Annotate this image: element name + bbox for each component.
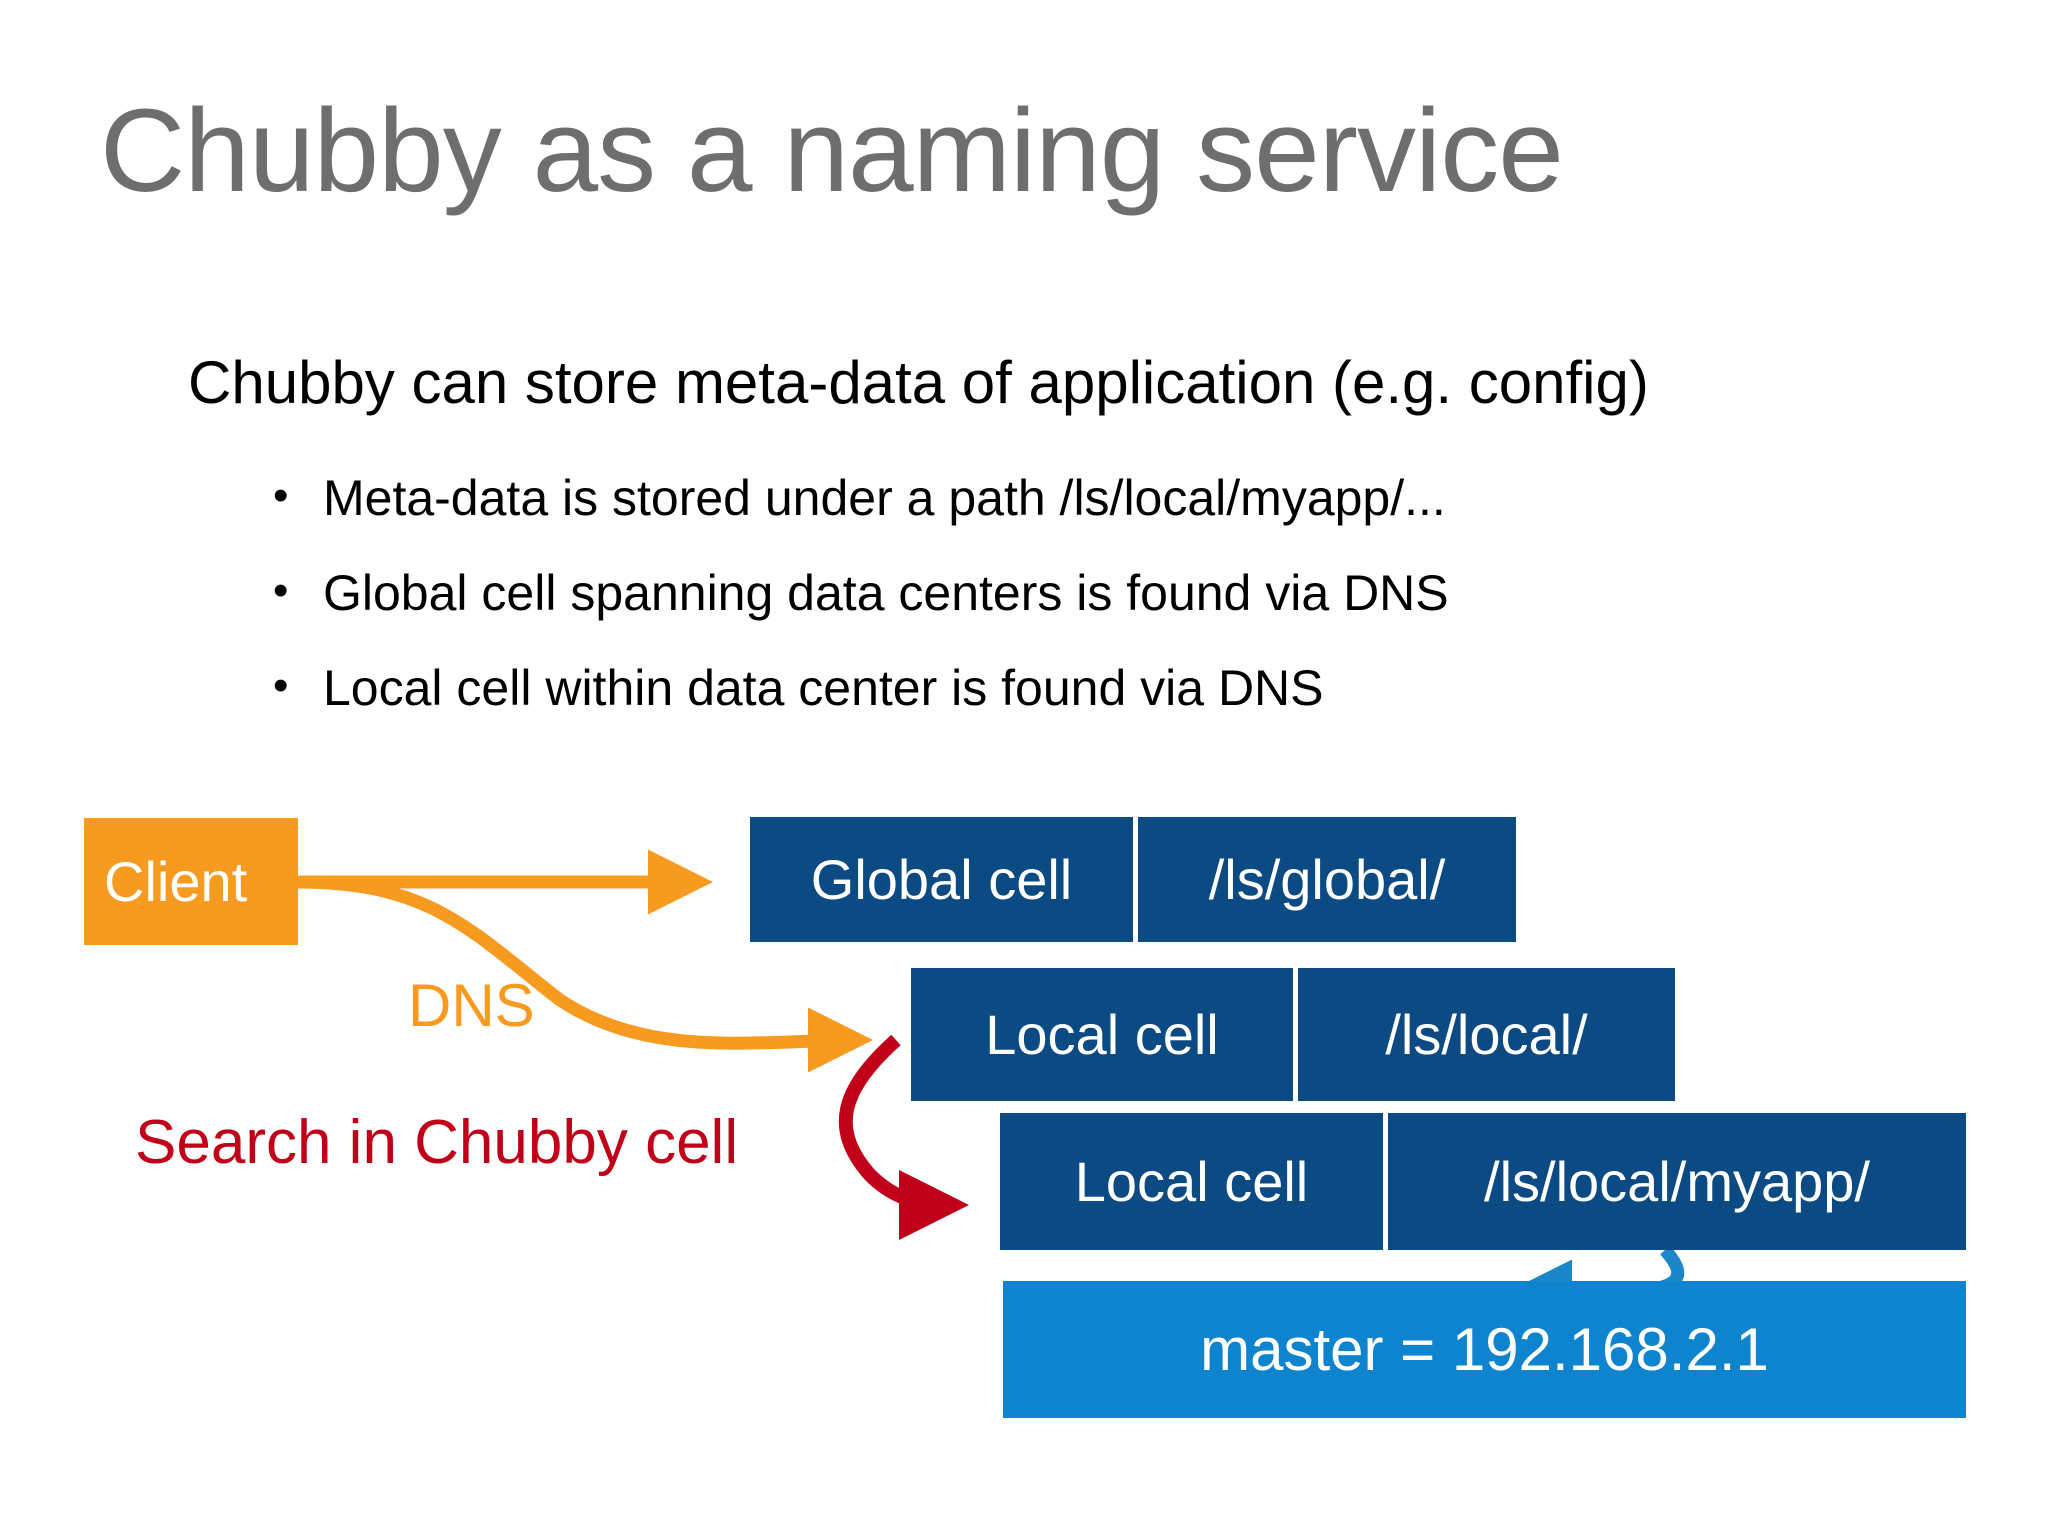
client-box[interactable]: Client xyxy=(84,818,298,945)
list-item: • Meta-data is stored under a path /ls/l… xyxy=(265,470,1765,565)
local-cell-myapp-path: /ls/local/myapp/ xyxy=(1383,1113,1966,1250)
bullet-text: Local cell within data center is found v… xyxy=(323,660,1324,716)
dns-label: DNS xyxy=(408,972,535,1039)
global-cell-label: Global cell xyxy=(750,817,1133,942)
local-cell-root-row: Local cell /ls/local/ xyxy=(911,968,1675,1101)
list-item: • Global cell spanning data centers is f… xyxy=(265,565,1765,660)
bullet-list: • Meta-data is stored under a path /ls/l… xyxy=(265,470,1765,755)
master-value-box: master = 192.168.2.1 xyxy=(1003,1281,1966,1418)
global-cell-row: Global cell /ls/global/ xyxy=(750,817,1516,942)
page-title: Chubby as a naming service xyxy=(100,85,1564,217)
bullet-dot-icon: • xyxy=(273,471,289,520)
bullet-text: Meta-data is stored under a path /ls/loc… xyxy=(323,470,1446,526)
local-cell-myapp-label: Local cell xyxy=(1000,1113,1383,1250)
search-in-chubby-cell-label: Search in Chubby cell xyxy=(135,1108,739,1177)
local-cell-root-label: Local cell xyxy=(911,968,1293,1101)
bullet-text: Global cell spanning data centers is fou… xyxy=(323,565,1449,621)
lead-statement: Chubby can store meta-data of applicatio… xyxy=(188,349,1649,416)
arrow-client-to-local-dns xyxy=(297,875,873,1073)
bullet-dot-icon: • xyxy=(273,661,289,710)
list-item: • Local cell within data center is found… xyxy=(265,660,1765,755)
local-cell-root-path: /ls/local/ xyxy=(1293,968,1675,1101)
global-cell-path: /ls/global/ xyxy=(1133,817,1516,942)
bullet-dot-icon: • xyxy=(273,566,289,615)
local-cell-myapp-row: Local cell /ls/local/myapp/ xyxy=(1000,1113,1966,1250)
arrow-search-in-chubby-cell xyxy=(838,1034,969,1240)
